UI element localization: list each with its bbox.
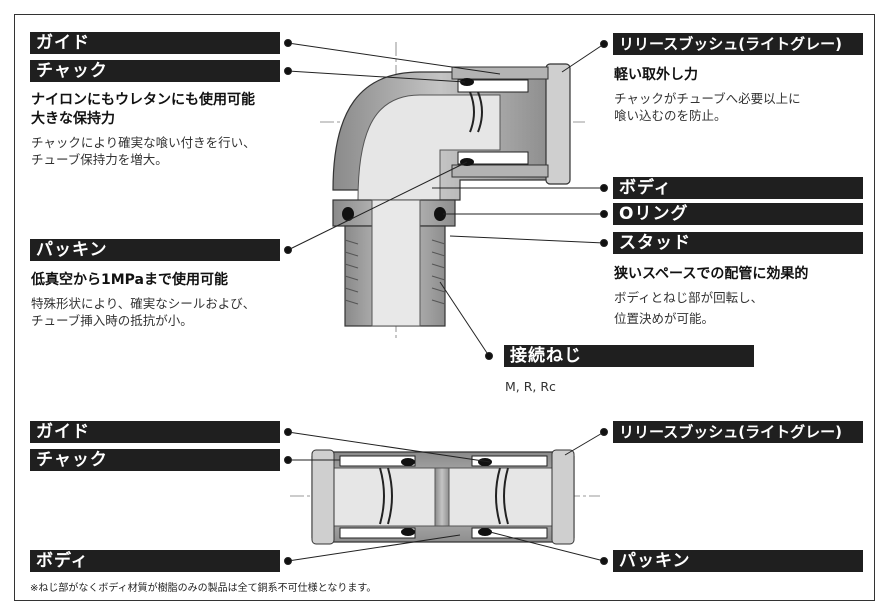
diagram-frame [14, 14, 875, 601]
release-desc-1: チャックがチューブへ必要以上に [614, 91, 801, 106]
stud-heading: 狭いスペースでの配管に効果的 [614, 266, 809, 282]
leader-lines-top [284, 39, 608, 360]
footnote: ※ねじ部がなくボディ材質が樹脂のみの製品は全て銅系不可仕様となります。 [30, 583, 377, 594]
elbow-fitting [320, 42, 585, 340]
label-body: ボディ [613, 177, 863, 199]
thread-desc: M, R, Rc [505, 379, 556, 394]
label-release-bush-bottom: リリースブッシュ(ライトグレー) [613, 421, 863, 443]
label-guide: ガイド [30, 32, 280, 54]
chuck-heading-1: ナイロンにもウレタンにも使用可能 [31, 92, 255, 108]
label-guide-bottom: ガイド [30, 421, 280, 443]
label-packing-bottom: パッキン [613, 550, 863, 572]
stud-desc-2: 位置決めが可能。 [614, 311, 715, 326]
leader-lines-bottom [284, 428, 608, 565]
stud-desc-1: ボディとねじ部が回転し、 [614, 290, 764, 305]
label-chuck: チャック [30, 60, 280, 82]
packing-desc-2: チューブ挿入時の抵抗が小。 [31, 313, 193, 328]
chuck-desc-1: チャックにより確実な喰い付きを行い、 [31, 135, 256, 150]
label-body-bottom: ボディ [30, 550, 280, 572]
label-stud: スタッド [613, 232, 863, 254]
release-heading: 軽い取外し力 [614, 67, 698, 83]
chuck-heading-2: 大きな保持力 [31, 111, 115, 127]
packing-desc-1: 特殊形状により、確実なシールおよび、 [31, 296, 256, 311]
release-desc-2: 喰い込むのを防止。 [614, 108, 727, 123]
chuck-desc-2: チューブ保持力を増大。 [31, 152, 168, 167]
label-packing: パッキン [30, 239, 280, 261]
label-chuck-bottom: チャック [30, 449, 280, 471]
label-o-ring: Oリング [613, 203, 863, 225]
label-release-bush: リリースブッシュ(ライトグレー) [613, 33, 863, 55]
union-fitting [290, 449, 600, 545]
label-thread: 接続ねじ [504, 345, 754, 367]
packing-heading: 低真空から1MPaまで使用可能 [31, 272, 229, 288]
